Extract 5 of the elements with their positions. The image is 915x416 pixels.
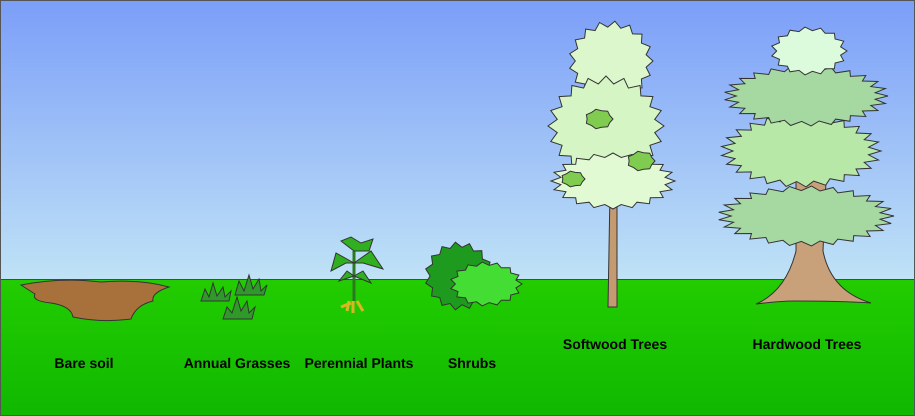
stage-label: Bare soil [53, 354, 115, 372]
stage-label: Perennial Plants [304, 354, 414, 372]
stage-label: Annual Grasses [182, 354, 292, 372]
stage-label: Hardwood Trees [752, 335, 862, 353]
stage-label: Softwood Trees [562, 335, 668, 353]
